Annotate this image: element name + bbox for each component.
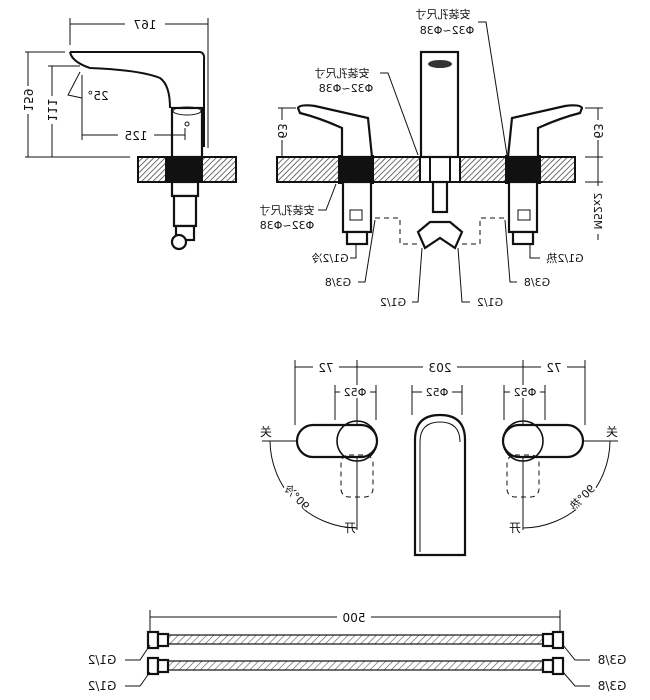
left-valve (341, 180, 373, 234)
side-spout (69, 51, 206, 147)
side-outlet-height-dim: 111 (45, 99, 59, 122)
right-valve (507, 180, 539, 234)
center-spacing-dim: 203 (429, 361, 452, 375)
hose-bottom-right-thread: G3/8 (598, 679, 627, 693)
hose-top-left-thread: G1/2 (88, 653, 117, 667)
hole-range-mid: Φ32~Φ38 (319, 82, 374, 95)
side-angle-dim: 25° (87, 89, 108, 103)
thread-dim: M52x2 (591, 193, 604, 230)
left-on-label: 开 (344, 521, 356, 535)
top-spout (413, 413, 467, 557)
left-handle-height-dim: 63 (275, 123, 289, 138)
side-body (170, 106, 204, 159)
left-off-label: 关 (260, 425, 272, 439)
tee-connector (416, 220, 464, 250)
left-spacing-dim: 72 (318, 361, 333, 375)
top-view: 72 203 72 Φ52 Φ52 Φ52 关 关 开 开 90°冷 90°热 (260, 360, 618, 557)
right-on-label: 开 (509, 521, 521, 535)
hole-range-top: Φ32~Φ38 (420, 24, 475, 37)
hoses-view: 500 G1/2 G1/2 G3/8 G3/8 (88, 610, 627, 693)
hose-bottom (146, 656, 565, 676)
hose-top (146, 630, 565, 650)
right-handle (506, 104, 584, 159)
hole-range-low: Φ32~Φ38 (260, 219, 315, 232)
left-diameter: Φ52 (344, 386, 367, 399)
side-view: 167 159 111 25° 125 (21, 16, 237, 251)
g38-right-label: G3/8 (524, 276, 550, 289)
right-handle-height-dim: 63 (591, 123, 605, 138)
left-handle (296, 104, 374, 159)
cold-inlet-label: G1/2冷 (311, 252, 348, 265)
hose-length-dim: 500 (343, 611, 366, 625)
side-height-dim: 159 (21, 89, 35, 112)
hole-label-low: 安装孔尺寸 (260, 203, 315, 217)
side-reach-dim: 125 (125, 129, 148, 143)
front-spout (419, 50, 460, 159)
hot-inlet-label: G1/2热 (546, 252, 583, 265)
right-spacing-dim: 72 (546, 361, 561, 375)
side-width-dim: 167 (134, 18, 157, 32)
center-diameter: Φ52 (426, 386, 449, 399)
hose-top-right-thread: G3/8 (598, 653, 627, 667)
g38-left-label: G3/8 (325, 276, 351, 289)
right-off-label: 关 (606, 425, 618, 439)
hose-bottom-left-thread: G1/2 (88, 679, 117, 693)
hole-label-top: 安装孔尺寸 (416, 7, 471, 21)
tee-left-label: G1/2 (380, 296, 406, 309)
tee-right-label: G1/2 (477, 296, 503, 309)
right-diameter: Φ52 (514, 386, 537, 399)
hole-label-mid: 安装孔尺寸 (315, 66, 370, 80)
front-view: 63 63 M52x2 安装孔尺寸 Φ32~Φ38 安装孔尺寸 Φ32~Φ38 … (260, 7, 605, 309)
